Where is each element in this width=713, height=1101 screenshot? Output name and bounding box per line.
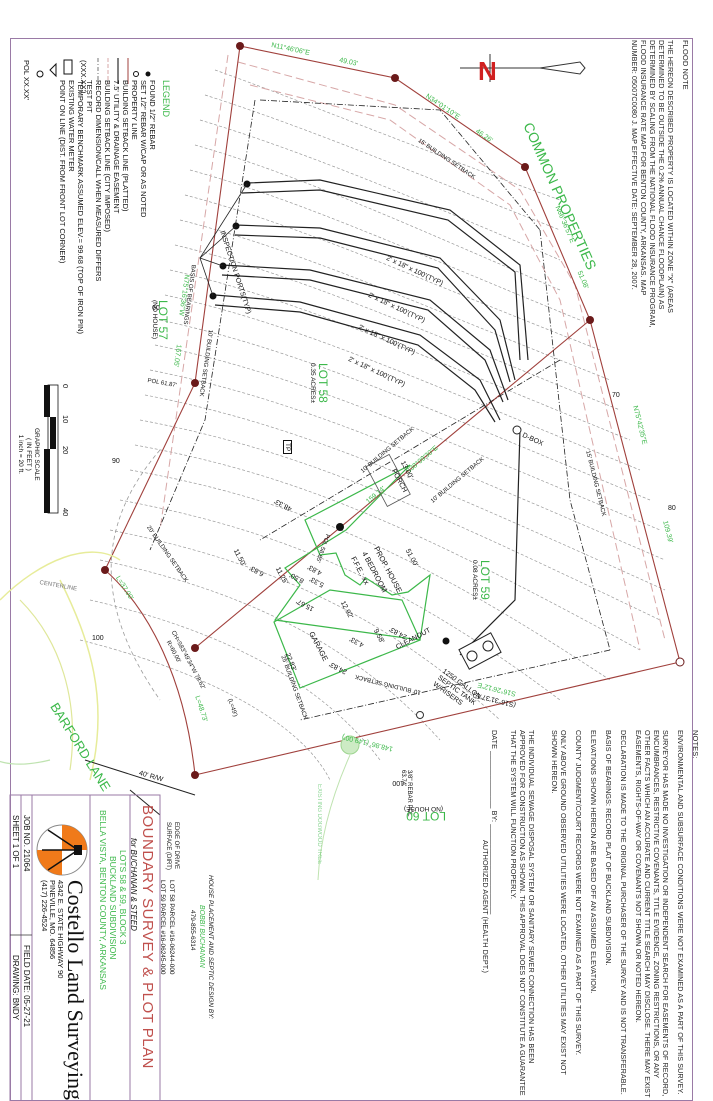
utility-easement (159, 54, 666, 651)
note-item: ELEVATIONS SHOWN HEREON ARE BASED OFF AN… (589, 730, 598, 994)
notes-heading: NOTES: (691, 730, 700, 759)
scale-title: GRAPHIC SCALE (33, 428, 40, 481)
dogwood-tree (340, 735, 360, 755)
sheet-number: SHEET 1 OF 1 (11, 815, 20, 869)
title-lots: LOTS 58 & 59, BLOCK 3 (118, 850, 128, 945)
legend-item: SET 1/2" REBAR W/CAP OR AS NOTED (139, 80, 148, 218)
firm-address-line2: PINEVILLE, MO. 64856 (48, 880, 57, 960)
scale-tick-40: 40 (61, 508, 70, 517)
scale-tick-10: 10 (61, 415, 70, 424)
setback-lines (149, 99, 611, 721)
drawing-id: DRAWING: BNDY (11, 955, 20, 1021)
scale-units: ( IN FEET ) (25, 438, 32, 471)
row-dimension (84, 759, 196, 796)
legend-item: BUILDING SETBACK LINE (CITY IMPOSED) (103, 80, 112, 232)
septic-tank (458, 632, 502, 670)
title-block-lines (9, 794, 161, 1101)
note-item: BASIS OF BEARINGS: RECORD PLAT OF BUCKLA… (604, 730, 613, 966)
firm-name: Costello Land Surveying (63, 880, 88, 1100)
legend-item: TEMPORARY BENCHMARK ASSUMED ELEV.= 99.68… (76, 80, 85, 335)
title-subdivision: BUCKLAND SUBDIVISION (108, 856, 118, 960)
parcel-59: LOT 59 PARCEL #16-06245-000 (159, 880, 166, 975)
flood-note-text: THE HEREON DESCRIBED PROPERTY IS LOCATED… (630, 40, 675, 328)
approval-signature: DATE ______________ BY: ________________… (481, 730, 499, 1100)
field-date: FIELD DATE: 05-27-21 (22, 945, 31, 1028)
lot-60-note: (NO HOUSE) (404, 805, 443, 812)
graphic-scale-caption: GRAPHIC SCALE ( IN FEET ) 1 inch = 20 ft… (16, 428, 40, 481)
sewage-statement: THE INDIVIDUAL SEWAGE DISPOSAL SYSTEM OR… (509, 730, 536, 1096)
legend-item: POINT ON LINE (DIST. FROM FRONT LOT CORN… (58, 80, 67, 264)
title-location: BELLA VISTA, BENTON COUNTY, ARKANSAS (98, 810, 108, 990)
flood-note: FLOOD NOTE THE HEREON DESCRIBED PROPERTY… (624, 40, 690, 330)
cleanout-marker (442, 637, 450, 645)
test-pit-marker: TP (283, 440, 292, 455)
legend-symbols (36, 58, 151, 84)
barford-lane (0, 449, 196, 781)
contour-label: 70 (612, 392, 620, 399)
parcel-58: LOT 58 PARCEL #16-06244-000 (168, 880, 175, 975)
lot-59-label: LOT 59 (478, 560, 492, 600)
legend-item: RECORD DIMENSION/CALL WHEN MEASURED DIFF… (94, 80, 103, 282)
design-credit-phone: 479-855-6314 (189, 910, 196, 951)
dbox-marker (512, 425, 522, 435)
edge-of-drive-label: EDGE OF DRIVE SURFACE (DIRT) (165, 822, 179, 870)
by-label: BY: (490, 810, 499, 823)
legend-item: 7.5' UTILITY & DRAINAGE EASEMENT (112, 80, 121, 214)
north-arrow (460, 54, 586, 82)
house-footprint (273, 464, 431, 641)
date-label: DATE (490, 730, 499, 750)
firm-address-line1: 4342 E. STATE HIGHWAY 90 (56, 880, 65, 979)
firm-phone: (417) 226-4524 (40, 880, 49, 932)
contour-label: 80 (668, 505, 676, 512)
contour-lines (79, 69, 666, 781)
graphic-scale (44, 384, 59, 514)
company-logo (36, 824, 88, 876)
legend-item: EXISTING WATER METER (67, 80, 76, 172)
note-item: ONLY ABOVE GROUND OBSERVED UTILITIES WER… (550, 730, 568, 1075)
legend-symbol-record: (XXX.XX') (79, 60, 88, 94)
tree-label: EXISTING DOGWOOD TREE (316, 784, 322, 865)
septic-laterals (214, 179, 529, 656)
contour-label: 100 (92, 635, 104, 642)
corner-markers (101, 42, 594, 779)
design-credit-name: BOBBI BUCHANAN (198, 905, 205, 968)
notes-block: NOTES: ENVIRONMENTAL AND SUBSURFACE COND… (481, 730, 700, 1100)
note-item: DECLARATION IS MADE TO THE ORIGINAL PURC… (619, 730, 628, 1095)
authorized-agent-label: AUTHORIZED AGENT (HEALTH DEPT.) (481, 840, 490, 974)
note-item: COUNTY JUDGMENT/COURT RECORDS WERE NOT E… (574, 730, 583, 1056)
scale-tick-0: 0 (61, 384, 70, 389)
inspection-leaders (199, 183, 248, 297)
job-number: JOB NO. 21064 (22, 815, 31, 872)
lot-58-area: 0.35 ACRES± (309, 363, 316, 404)
lot-58-label: LOT 58 (316, 363, 330, 403)
firm-address: 4342 E. STATE HIGHWAY 90 PINEVILLE, MO. … (40, 880, 65, 979)
lot-59-area: 0.08 ACRES± (471, 560, 478, 601)
design-credit-heading: HOUSE PLACEMENT AND SEPTIC DESIGN BY: (207, 875, 214, 1019)
garage-outline (273, 589, 421, 689)
legend-item: BUILDING SETBACK LINE (PLATTED) (121, 80, 130, 212)
north-label: N (478, 56, 497, 86)
note-item: SURVEYOR HAS MADE NO INVESTIGATION OR IN… (634, 730, 670, 1098)
contour-label: 100 (392, 779, 404, 786)
scale-tick-20: 20 (61, 446, 70, 455)
legend-item: PROPERTY LINE (130, 80, 139, 140)
title: BOUNDARY SURVEY & PLOT PLAN (139, 805, 156, 1069)
flood-note-heading: FLOOD NOTE (681, 40, 690, 90)
legend-item: TEST PIT (85, 80, 94, 113)
porch-outline (365, 453, 411, 507)
contour-label: 60 (152, 305, 160, 312)
note-item: ENVIRONMENTAL AND SUBSURFACE CONDITIONS … (676, 730, 685, 1095)
legend-symbol-pol: POL XX.XX' (22, 60, 31, 101)
scale-ratio: 1 inch = 20 ft. (17, 434, 24, 474)
title-for: for BUCHANAN & STEED (129, 838, 138, 931)
contour-label: 90 (112, 458, 120, 465)
